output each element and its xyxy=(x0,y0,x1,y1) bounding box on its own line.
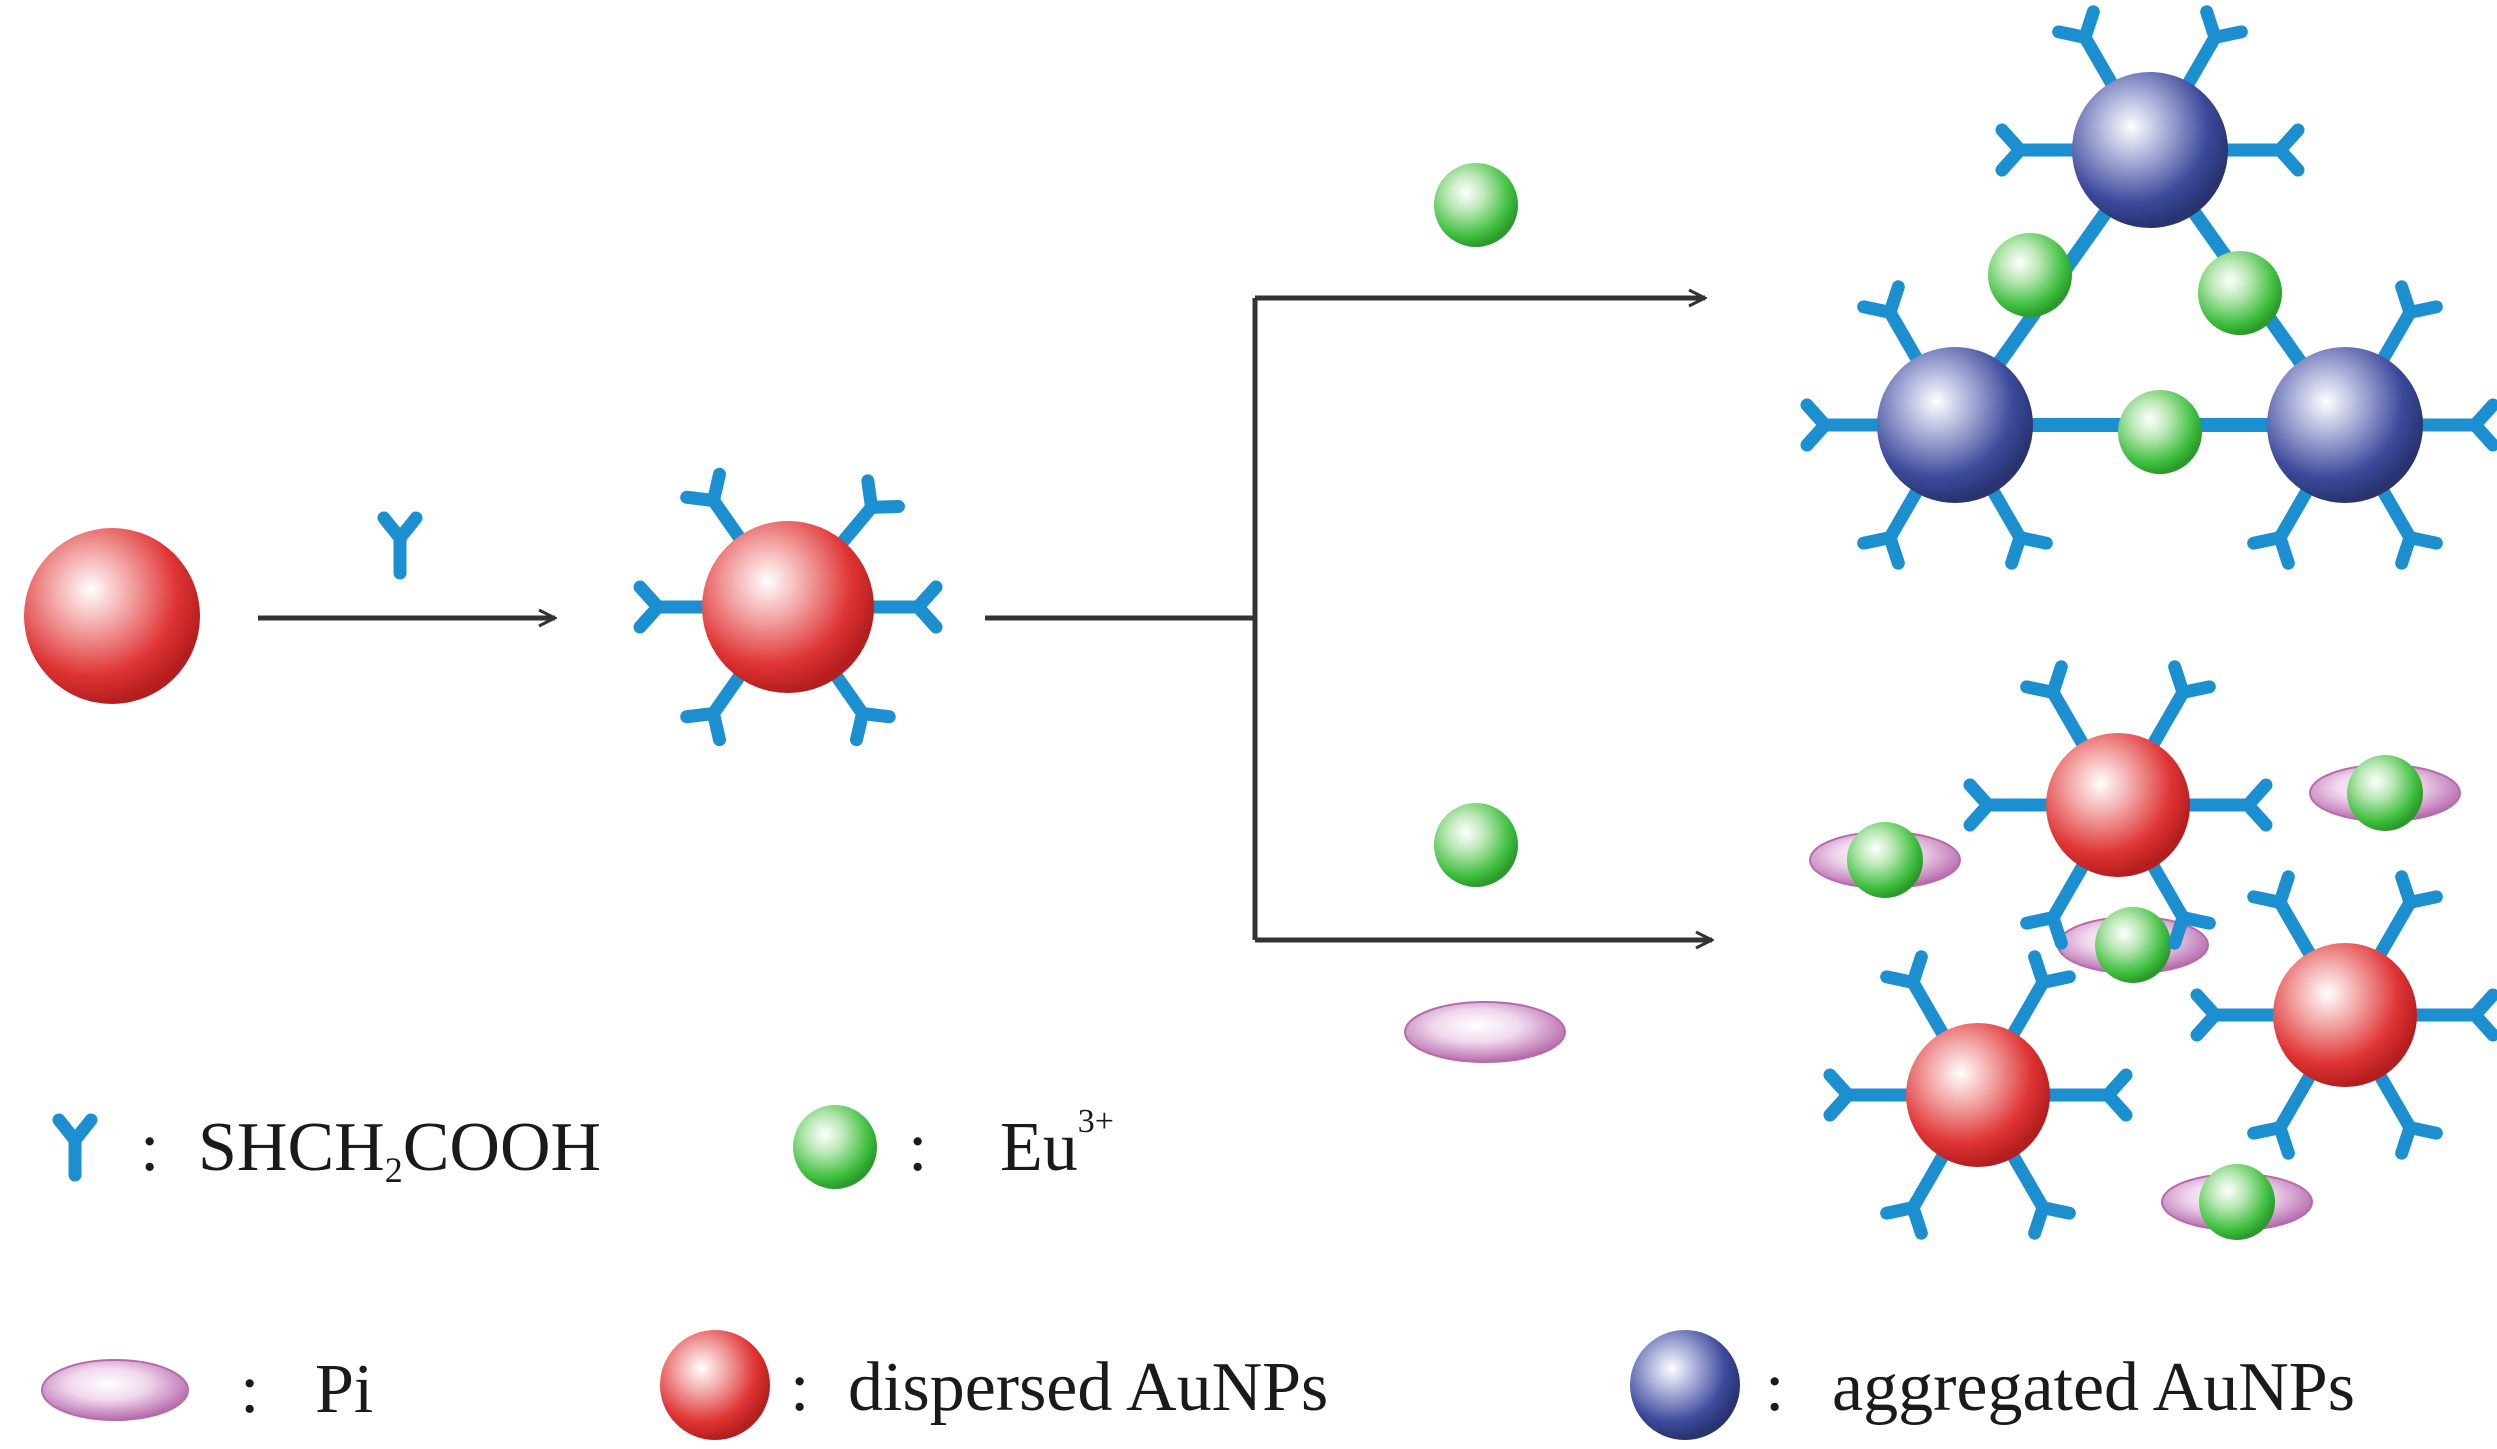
eu-pi-complex xyxy=(2309,755,2461,831)
legend-eu-icon xyxy=(793,1105,877,1189)
aggregated-cluster xyxy=(1800,5,2497,570)
eu-ion-top-branch xyxy=(1434,163,1518,247)
legend-eu-label: Eu3+ xyxy=(1000,1103,1114,1186)
pi-bottom-branch xyxy=(1404,1001,1566,1063)
ligand-icon xyxy=(377,511,423,580)
aggregated-aunp-top xyxy=(1995,5,2305,228)
dispersed-aunp xyxy=(1823,950,2133,1240)
legend-ligand-label: SHCH2COOH xyxy=(198,1109,601,1190)
legend-eu-sep: : xyxy=(908,1109,927,1186)
aggregated-aunp-left xyxy=(1800,280,2053,570)
legend: : SHCH2COOH : Eu3+ : Pi : dispersed AuNP… xyxy=(41,1103,2355,1440)
legend-ligand-icon xyxy=(52,1113,98,1182)
reaction-arrows xyxy=(258,298,1712,940)
legend-pi-label: Pi xyxy=(315,1351,373,1428)
aunp-core xyxy=(702,521,874,693)
eu-pi-complex xyxy=(2057,907,2209,983)
legend-pi-icon xyxy=(41,1359,189,1421)
dispersed-state xyxy=(1809,660,2497,1240)
dispersed-aunp xyxy=(2190,870,2497,1160)
legend-ligand-sep: : xyxy=(140,1109,159,1186)
legend-aggregated-sep: : xyxy=(1765,1349,1784,1426)
eu-pi-complex xyxy=(2161,1164,2313,1240)
functionalized-aunp xyxy=(633,467,943,747)
bridging-eu-right xyxy=(2198,251,2282,335)
bare-aunp xyxy=(24,528,200,704)
legend-dispersed-sep: : xyxy=(790,1349,809,1426)
legend-aggregated-label: aggregated AuNPs xyxy=(1832,1349,2355,1426)
eu-ion-bottom-branch xyxy=(1434,803,1518,887)
aggregated-aunp-right xyxy=(2247,280,2497,570)
legend-dispersed-icon xyxy=(660,1330,770,1440)
eu-pi-complex xyxy=(1809,822,1961,898)
bridging-eu-left xyxy=(1988,233,2072,317)
legend-pi-sep: : xyxy=(240,1351,259,1428)
legend-dispersed-label: dispersed AuNPs xyxy=(848,1349,1328,1426)
legend-aggregated-icon xyxy=(1630,1330,1740,1440)
bridging-eu-bottom xyxy=(2118,390,2202,474)
dispersed-aunp xyxy=(1963,660,2273,950)
